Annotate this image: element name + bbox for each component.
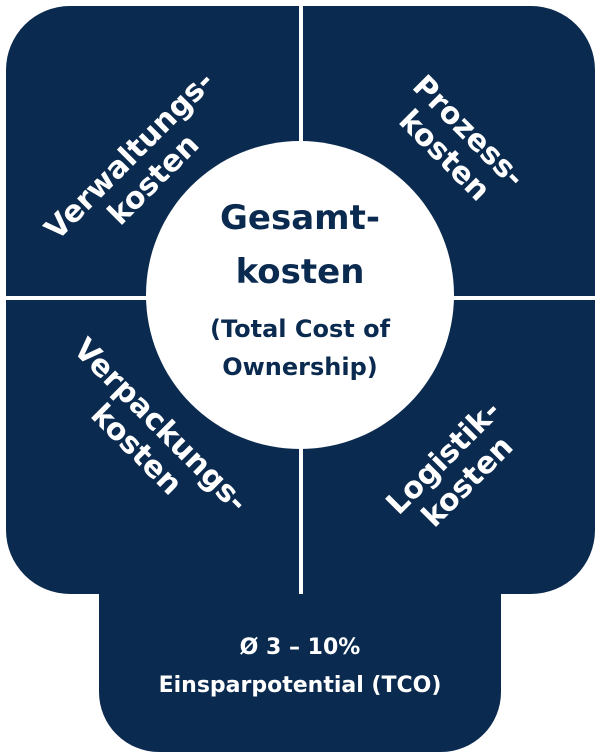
savings-tab <box>99 594 501 752</box>
center-title-line2: kosten <box>235 252 365 292</box>
center-title-line1: Gesamt- <box>220 198 380 238</box>
center-circle: Gesamt- kosten (Total Cost of Ownership) <box>146 141 454 449</box>
center-subtitle-line1: (Total Cost of <box>209 315 391 343</box>
center-subtitle-line2: Ownership) <box>222 353 378 381</box>
savings-range: Ø 3 – 10% <box>239 635 361 660</box>
savings-label: Einsparpotential (TCO) <box>158 673 442 698</box>
